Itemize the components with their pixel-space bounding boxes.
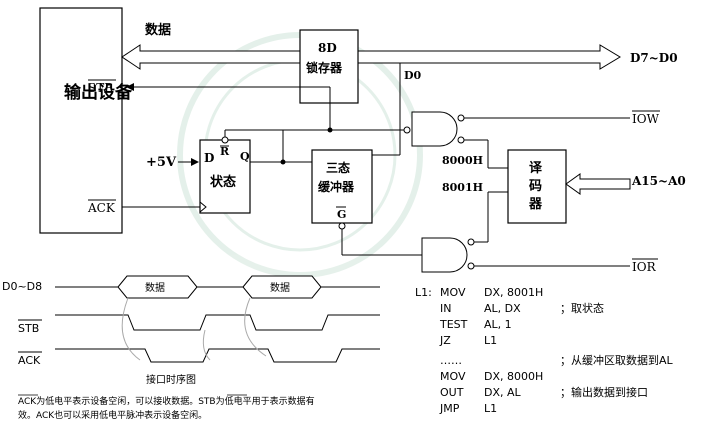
data-bus-arrow-left [121,44,301,70]
data-bus-label: 数据 [145,22,171,38]
state-label: 状态 [210,174,236,190]
r-pin-label: R [220,145,230,158]
buffer-title: 三态 [326,160,350,175]
output-device-box [39,7,123,234]
code-comment: ；取状态 [560,301,604,315]
ior-label: IOR [632,260,657,274]
timing-note-line1: ACK为低电平表示设备空闲，可以接收数据。STB为低电平用于表示数据有 [18,395,315,407]
d7-d0-label: D7~D0 [630,51,678,65]
a15-a0-label: A15~A0 [631,174,686,188]
assembly-code: L1: MOV DX, 8001H IN AL, DX ；取状态 TEST AL, 1 JZ L1… [415,286,674,415]
latch-8d-box [299,29,359,104]
nand-gate-ior [421,237,468,273]
code-operands: DX, 8000H [484,370,543,383]
address-bus-arrow [565,173,631,195]
timing-ack-label: ACK [18,354,41,367]
decoder-box [507,149,567,224]
code-opcode: MOV [440,286,466,299]
code-opcode: …… [440,354,462,367]
timing-stb-label: STB [18,322,39,335]
code-opcode: TEST [439,318,468,331]
code-operands: DX, 8001H [484,286,543,299]
timing-data-cell-1-label: 数据 [145,281,165,294]
g-pin-label: G [337,208,346,221]
addr-8000h-label: 8000H [442,154,483,167]
stb-label: STB [88,81,113,95]
code-operands: DX, AL [484,386,522,399]
d-pin-label: D [204,151,214,165]
code-operands: L1 [484,402,497,415]
code-comment: ；输出数据到接口 [560,385,648,399]
decoder-label: 译码器 [528,161,543,212]
plus5v-label: +5V [146,155,177,170]
code-opcode: MOV [440,370,466,383]
q-pin-label: Q [240,150,250,163]
d0-label: D0 [404,69,422,82]
iow-label: IOW [632,112,660,126]
latch-8d-title: 8D [318,41,337,55]
latch-8d-subtitle: 锁存器 [306,60,343,75]
code-opcode: OUT [440,386,464,399]
timing-ack-waveform [55,348,380,363]
code-opcode: IN [440,302,451,315]
code-operands: AL, 1 [484,318,512,331]
nand-gate-iow [411,111,458,147]
timing-note-line2: 效。ACK也可以采用低电平脉冲表示设备空闲。 [18,409,207,421]
ack-label: ACK [87,201,116,215]
output-device-label: 输出设备 [64,82,133,103]
code-label: L1: [415,286,432,299]
data-bus-arrow-right [357,44,621,70]
tristate-buffer-box [311,149,373,224]
code-operands: AL, DX [484,302,521,315]
timing-caption: 接口时序图 [146,373,196,386]
timing-stb-waveform [55,314,380,331]
timing-bus-label: D0~D8 [2,280,42,293]
code-opcode: JZ [439,334,451,347]
code-opcode: JMP [439,402,460,415]
code-operands: L1 [484,334,497,347]
addr-8001h-label: 8001H [442,181,483,194]
code-comment: ；从缓冲区取数据到AL [560,353,674,367]
timing-data-cell-2-label: 数据 [270,281,290,294]
buffer-subtitle: 缓冲器 [318,179,355,194]
